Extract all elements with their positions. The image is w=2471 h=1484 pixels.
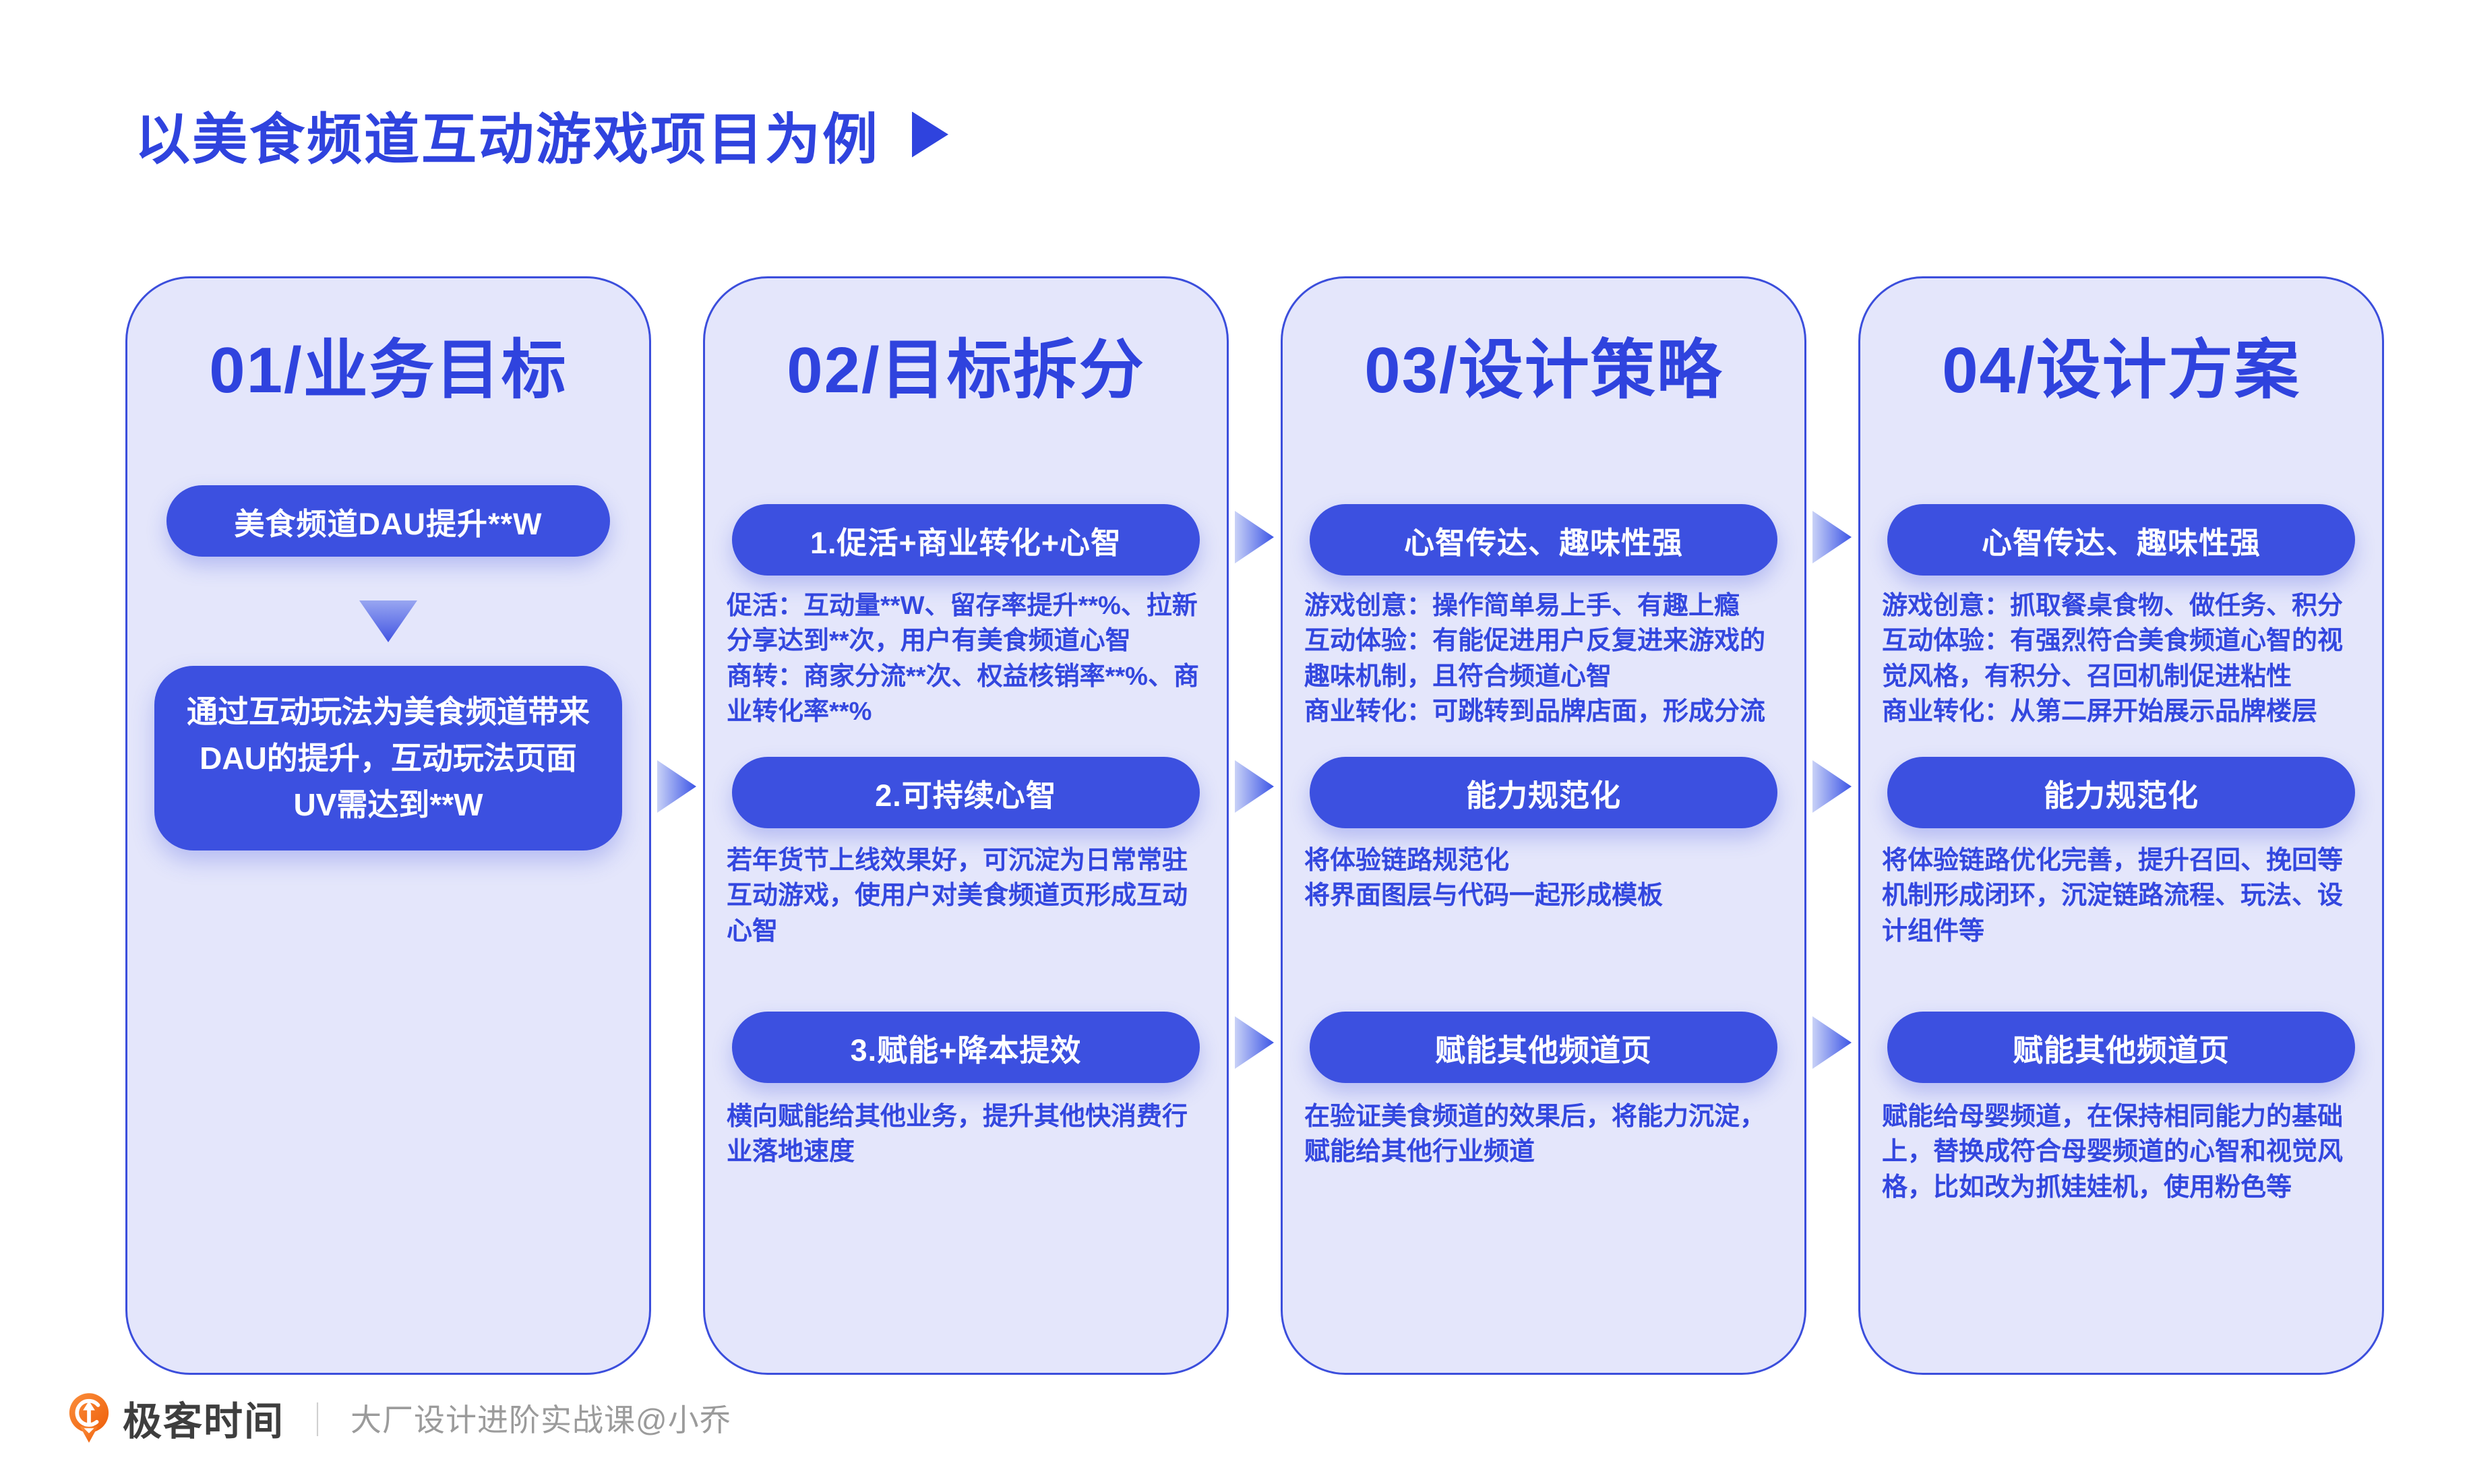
breakdown-desc-2: 若年货节上线效果好，可沉淀为日常常驻互动游戏，使用户对美食频道页形成互动心智 [727, 846, 1188, 946]
flow-arrow-icon [657, 760, 696, 813]
plan-desc-3: 赋能给母婴频道，在保持相同能力的基础上，替换成符合母婴频道的心智和视觉风格，比如… [1882, 1103, 2344, 1202]
flow-arrow-icon [1812, 760, 1852, 813]
flow-arrow-icon [1235, 511, 1274, 563]
footer-separator: ｜ [301, 1402, 335, 1440]
strategy-desc-3: 在验证美食频道的效果后，将能力沉淀，赋能给其他行业频道 [1304, 1103, 1766, 1167]
strategy-pill-1: 心智传达、趣味性强 [1310, 504, 1777, 576]
breakdown-desc-3: 横向赋能给其他业务，提升其他快消费行业落地速度 [727, 1103, 1188, 1167]
flow-arrow-icon [1235, 760, 1274, 813]
footer-brand: 极客时间 [123, 1400, 285, 1444]
stage-card-business-goal: 01/业务目标 美食频道DAU提升**W 通过互动玩法为美食频道带来DAU的提升… [125, 276, 651, 1375]
breakdown-pill-2: 2.可持续心智 [732, 757, 1200, 828]
flow-arrow-icon [1812, 1016, 1852, 1069]
footer: 极客时间 ｜ 大厂设计进阶实战课@小乔 [67, 1390, 731, 1446]
page-title: 以美食频道互动游戏项目为例 [135, 94, 949, 175]
strategy-desc-1: 游戏创意：操作简单易上手、有趣上瘾 互动体验：有能促进用户反复进来游戏的趣味机制… [1304, 592, 1766, 726]
footer-course-name: 大厂设计进阶实战课@小乔 [350, 1402, 731, 1437]
strategy-pill-2: 能力规范化 [1310, 757, 1777, 828]
strategy-desc-2: 将体验链路规范化 将界面图层与代码一起形成模板 [1304, 846, 1664, 910]
stage-header: 01/业务目标 [209, 334, 568, 406]
plan-desc-1: 游戏创意：抓取餐桌食物、做任务、积分 互动体验：有强烈符合美食频道心智的视觉风格… [1882, 592, 2344, 726]
breakdown-desc-1: 促活：互动量**W、留存率提升**%、拉新分享达到**次，用户有美食频道心智 商… [727, 592, 1199, 726]
strategy-pill-3: 赋能其他频道页 [1310, 1012, 1777, 1083]
breakdown-pill-3: 3.赋能+降本提效 [732, 1012, 1200, 1083]
stage-header: 04/设计方案 [1942, 334, 2300, 406]
stage-card-design-strategy: 03/设计策略 心智传达、趣味性强 游戏创意：操作简单易上手、有趣上瘾 互动体验… [1281, 276, 1806, 1375]
plan-pill-1: 心智传达、趣味性强 [1887, 504, 2355, 576]
flow-arrow-icon [1235, 1016, 1274, 1069]
title-arrow-icon [912, 111, 949, 158]
breakdown-pill-1: 1.促活+商业转化+心智 [732, 504, 1200, 576]
goal-detail-box: 通过互动玩法为美食频道带来DAU的提升，互动玩法页面UV需达到**W [154, 666, 622, 851]
flow-arrow-icon [1812, 511, 1852, 563]
geektime-logo-icon [69, 1393, 109, 1443]
stage-header: 02/目标拆分 [787, 334, 1145, 406]
stage-header: 03/设计策略 [1364, 334, 1723, 406]
stage-card-goal-breakdown: 02/目标拆分 1.促活+商业转化+心智 促活：互动量**W、留存率提升**%、… [703, 276, 1229, 1375]
page-title-text: 以美食频道互动游戏项目为例 [135, 109, 880, 171]
down-triangle-icon [359, 600, 417, 642]
stage-card-design-plan: 04/设计方案 心智传达、趣味性强 游戏创意：抓取餐桌食物、做任务、积分 互动体… [1858, 276, 2384, 1375]
plan-desc-2: 将体验链路优化完善，提升召回、挽回等机制形成闭环，沉淀链路流程、玩法、设计组件等 [1882, 846, 2344, 946]
plan-pill-3: 赋能其他频道页 [1887, 1012, 2355, 1083]
goal-pill: 美食频道DAU提升**W [166, 485, 610, 557]
plan-pill-2: 能力规范化 [1887, 757, 2355, 828]
